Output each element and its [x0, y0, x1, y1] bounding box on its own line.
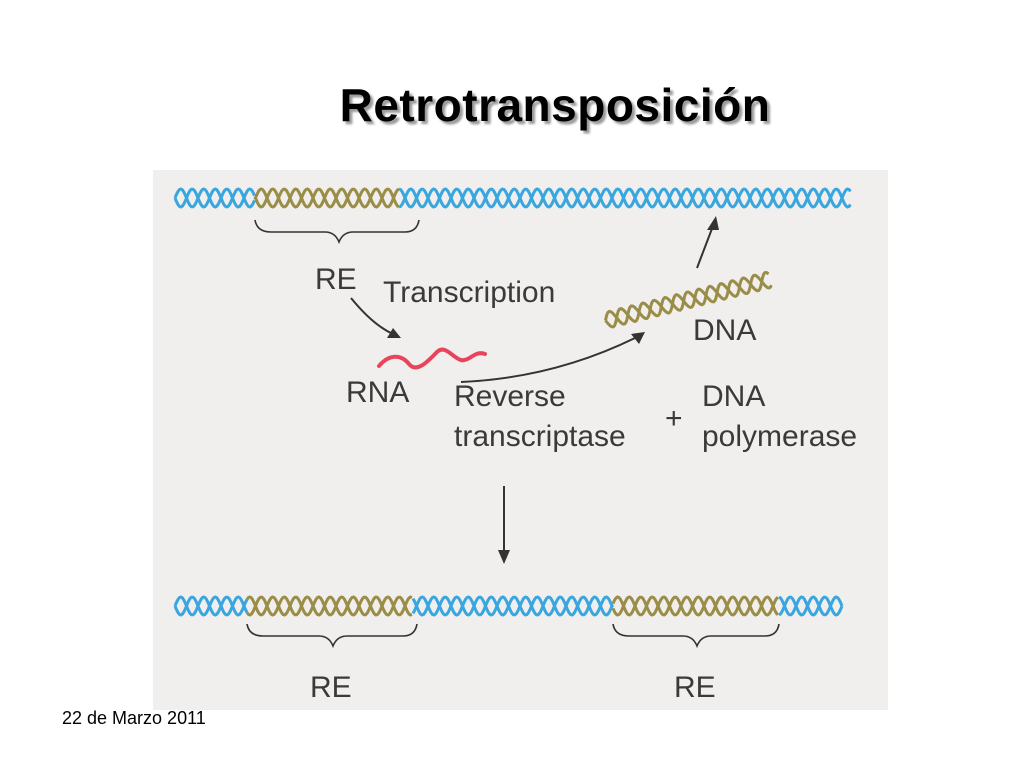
- arrowhead-rna-to-dna: [631, 332, 645, 344]
- label-polymerase: polymerase: [702, 420, 857, 453]
- slide-title: Retrotransposición: [339, 79, 771, 131]
- arrowhead-dna-to-genome: [707, 216, 719, 230]
- arrow-rna-to-dna: [460, 337, 636, 383]
- label-re-bottom-right: RE: [674, 671, 716, 704]
- donor-dna-helix: [173, 187, 852, 209]
- helix-strand: [173, 187, 256, 209]
- helix-strand: [778, 595, 844, 617]
- helix-strand: [778, 595, 844, 617]
- arrowhead-re-to-rna: [387, 328, 401, 338]
- label-transcription: Transcription: [383, 276, 555, 309]
- re-bottom-left-brace: [246, 623, 418, 649]
- helix-strand: [611, 595, 780, 617]
- helix-strand: [253, 187, 400, 209]
- helix-strand: [398, 187, 852, 209]
- label-rna: RNA: [346, 376, 409, 409]
- label-plus: +: [665, 402, 683, 435]
- arrowhead-down: [498, 550, 510, 564]
- helix-strand: [411, 595, 614, 617]
- label-dna-product: DNA: [693, 314, 756, 347]
- helix-strand: [245, 595, 413, 617]
- helix-strand: [173, 595, 249, 617]
- label-re-bottom-left: RE: [310, 671, 352, 704]
- diagram-canvas: RE Transcription DNA RNA Reverse transcr…: [173, 187, 857, 704]
- label-transcriptase: transcriptase: [454, 420, 626, 453]
- cdna-helix: [604, 270, 773, 329]
- retrotransposition-diagram: RE Transcription DNA RNA Reverse transcr…: [153, 170, 888, 710]
- arrow-dna-to-genome: [696, 225, 714, 269]
- helix-strand: [245, 595, 413, 617]
- label-dna-enzyme: DNA: [702, 380, 765, 413]
- re-top-brace: [254, 219, 420, 245]
- arrow-re-to-rna: [350, 297, 394, 335]
- helix-strand: [411, 595, 614, 617]
- helix-strand: [604, 270, 770, 326]
- footer-date: 22 de Marzo 2011: [62, 708, 206, 728]
- label-re-top: RE: [315, 263, 357, 296]
- helix-strand: [173, 187, 256, 209]
- target-dna-helix: [173, 595, 844, 617]
- rna-strand: [377, 347, 487, 370]
- re-bottom-right-brace: [612, 623, 780, 649]
- helix-strand: [604, 273, 773, 329]
- label-reverse: Reverse: [454, 380, 566, 413]
